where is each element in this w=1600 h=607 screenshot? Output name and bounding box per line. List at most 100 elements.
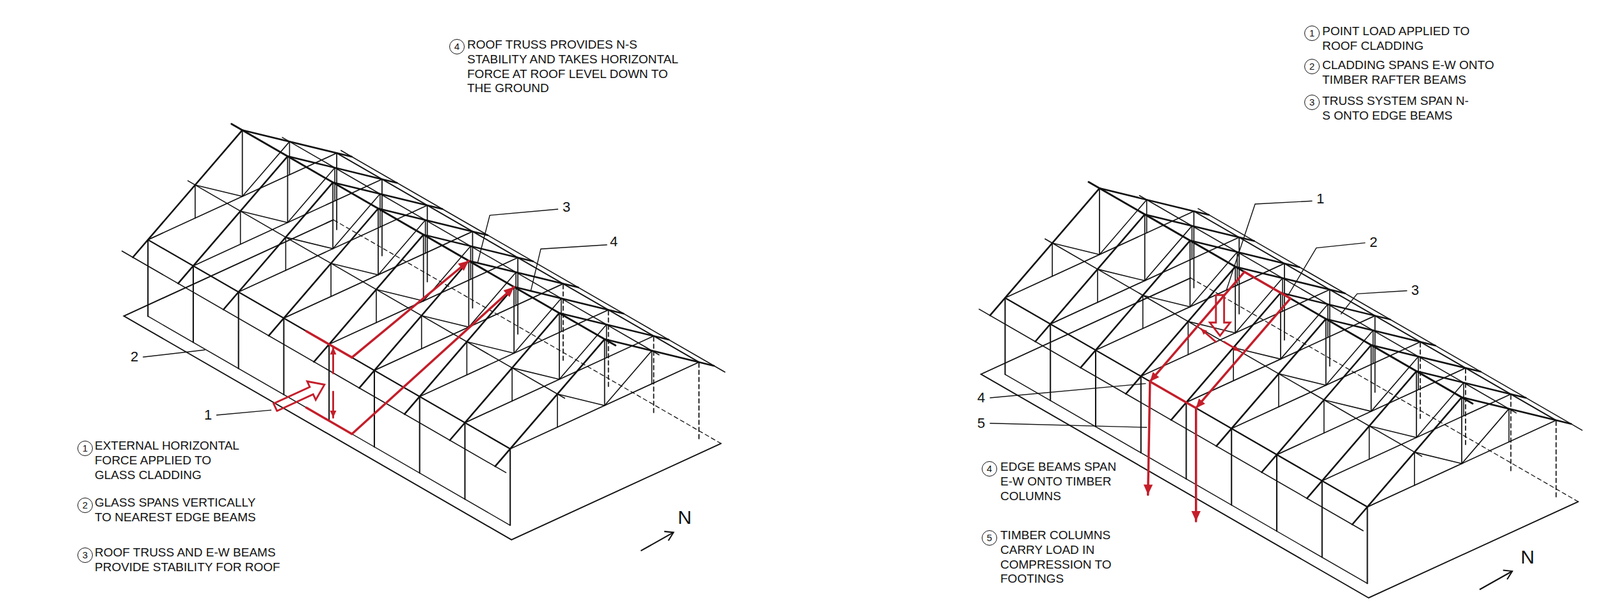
truss-king-post — [377, 208, 379, 276]
note-text: POINT LOAD APPLIED TO ROOF CLADDING — [1322, 24, 1476, 54]
edge-beam-load — [1150, 381, 1197, 409]
truss-web — [375, 289, 377, 324]
arrow-head — [503, 287, 515, 298]
load-arrow — [1200, 328, 1216, 343]
truss-web — [1413, 452, 1416, 486]
note-text: GLASS SPANS VERTICALLY TO NEAREST EDGE B… — [94, 496, 269, 526]
truss-web — [194, 184, 196, 219]
truss-web — [1144, 225, 1193, 281]
callout-number: 4 — [981, 461, 998, 477]
truss-web — [1142, 295, 1144, 329]
truss-web — [1370, 356, 1419, 412]
wall-base — [147, 316, 511, 526]
load-path — [273, 261, 1291, 522]
leader-line — [990, 423, 1148, 428]
truss-web — [1368, 426, 1417, 438]
callout-number: 3 — [1411, 283, 1419, 298]
truss-web — [1143, 295, 1191, 308]
truss-web — [378, 220, 426, 276]
load-arrow — [1196, 298, 1291, 409]
north-arrow — [640, 532, 674, 552]
ground-slab-hidden — [1190, 278, 1579, 503]
timber-column — [1366, 507, 1368, 585]
timber-column — [1464, 368, 1467, 445]
truss-web — [466, 341, 514, 354]
arrow-head — [330, 410, 337, 418]
truss-top-chord — [242, 129, 352, 157]
truss-king-post — [1189, 240, 1192, 308]
truss-top-chord — [1080, 240, 1190, 368]
purlin — [1139, 195, 1517, 414]
truss-king-post — [1144, 214, 1146, 281]
truss-top-chord — [990, 188, 1100, 316]
truss-web — [1368, 426, 1371, 460]
arrow-head — [330, 347, 337, 355]
timber-column — [238, 292, 240, 370]
truss-king-post — [1415, 371, 1417, 438]
leader-line — [142, 350, 205, 358]
purlin — [1045, 238, 1423, 457]
truss-web — [1326, 330, 1374, 386]
leader-line — [216, 410, 272, 416]
truss-web — [421, 315, 470, 328]
timber-column — [192, 266, 194, 344]
timber-column — [328, 344, 330, 422]
callout-number: 5 — [981, 530, 998, 546]
arrow-head — [1232, 345, 1240, 352]
edge-beam — [336, 152, 699, 363]
truss-web — [1096, 269, 1099, 303]
callout-number: 2 — [1369, 235, 1378, 250]
load-arrow — [1148, 381, 1151, 495]
timber-column — [1329, 289, 1331, 367]
force-arrow — [1209, 295, 1231, 336]
arrow-head — [1150, 371, 1160, 382]
truss-top-chord — [268, 208, 379, 336]
truss-web — [1461, 408, 1510, 464]
arrow-head — [1200, 328, 1208, 336]
timber-column — [1004, 298, 1006, 376]
callout-number: 1 — [204, 408, 212, 423]
roof-edge — [1198, 208, 1583, 431]
load-arrow — [352, 287, 514, 435]
truss-top-chord — [1171, 293, 1281, 421]
timber-column — [147, 240, 149, 317]
truss-king-post — [558, 312, 560, 380]
truss-web — [1052, 243, 1100, 255]
truss-web — [240, 211, 242, 245]
truss-web — [466, 341, 468, 376]
truss-king-post — [1461, 397, 1463, 464]
truss-web — [376, 289, 424, 302]
timber-column — [1140, 376, 1142, 454]
callout-number: 2 — [130, 350, 139, 365]
ridge-beam — [1088, 182, 1473, 404]
truss-web — [242, 141, 290, 197]
leader-line — [1340, 291, 1408, 315]
timber-column — [426, 205, 429, 283]
callout-number: 2 — [1304, 58, 1320, 75]
timber-column — [282, 318, 285, 395]
callout-number: 3 — [77, 547, 93, 564]
truss-top-chord — [1352, 397, 1462, 525]
timber-column — [1419, 341, 1421, 419]
ground-slab-hidden — [333, 220, 722, 445]
ground-slab — [124, 220, 722, 541]
truss-web — [468, 272, 516, 328]
truss-web — [330, 263, 332, 297]
callout-number: 3 — [562, 200, 571, 215]
roof-edge — [341, 150, 726, 372]
north-label: N — [677, 508, 692, 528]
arrow-head — [1191, 511, 1201, 522]
timber-column — [472, 231, 474, 309]
note-text: EDGE BEAMS SPAN E-W ONTO TIMBER COLUMNS — [1000, 460, 1128, 504]
truss-king-post — [1234, 266, 1236, 334]
timber-column — [1321, 481, 1323, 559]
note-text: ROOF TRUSS AND E-W BEAMS PROVIDE STABILI… — [94, 545, 299, 576]
purlin — [282, 137, 660, 356]
note-text: CLADDING SPANS E-W ONTO TIMBER RAFTER BE… — [1322, 58, 1501, 88]
load-arrow — [1224, 342, 1240, 352]
truss-king-post — [1370, 344, 1373, 412]
truss-top-chord — [1306, 371, 1417, 499]
truss-top-chord — [177, 156, 288, 284]
callout-number: 1 — [77, 440, 93, 457]
truss-web — [557, 394, 605, 406]
